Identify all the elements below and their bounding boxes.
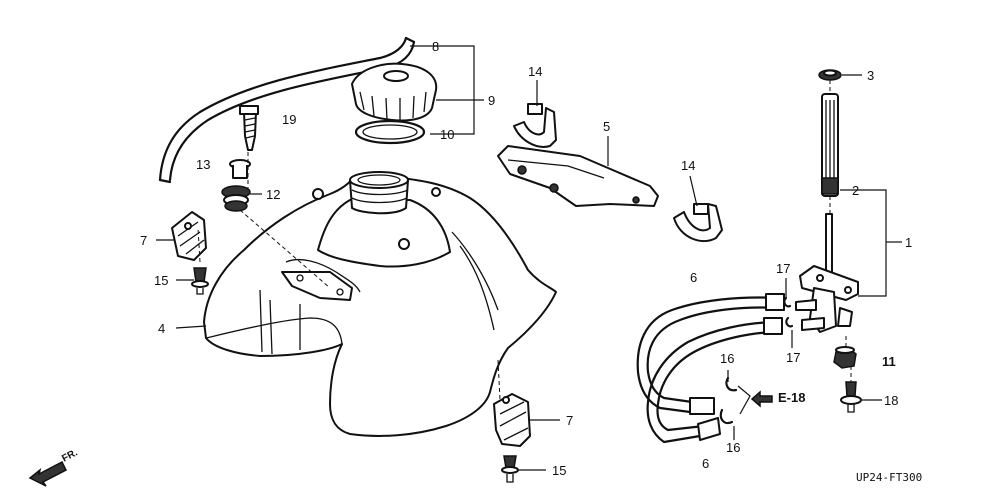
callout-4: 4 xyxy=(158,321,165,336)
callout-7-right: 7 xyxy=(566,413,573,428)
callout-15-right: 15 xyxy=(552,463,566,478)
flange-bolt-right xyxy=(501,455,519,483)
callout-6-upper: 6 xyxy=(690,270,697,285)
callout-16-lower: 16 xyxy=(726,440,740,455)
mounting-bolt xyxy=(239,105,259,151)
reference-e18: E-18 xyxy=(778,390,805,405)
callout-16-upper: 16 xyxy=(720,351,734,366)
front-arrow-icon xyxy=(28,460,68,487)
callout-1: 1 xyxy=(905,235,912,250)
callout-8: 8 xyxy=(432,39,439,54)
callout-5: 5 xyxy=(603,119,610,134)
breather-hose xyxy=(158,36,416,184)
collar xyxy=(229,159,251,179)
tube-clip-16 xyxy=(719,376,738,425)
callout-2: 2 xyxy=(852,183,859,198)
cap-gasket xyxy=(354,119,426,145)
callout-7-left: 7 xyxy=(140,233,147,248)
valve-bolt xyxy=(840,381,862,413)
flange-bolt-left xyxy=(191,267,209,295)
rubber-grommet xyxy=(221,185,251,212)
callout-17-upper: 17 xyxy=(776,261,790,276)
drawing-code: UP24-FT300 xyxy=(856,471,922,484)
front-label: FR. xyxy=(60,447,80,464)
leader-lines xyxy=(156,45,902,471)
callout-labels: 8 9 10 14 5 14 3 2 1 19 13 12 7 15 4 6 1… xyxy=(140,39,912,478)
front-direction-indicator: FR. xyxy=(28,447,80,487)
callout-9: 9 xyxy=(488,93,495,108)
callout-14-lower: 14 xyxy=(681,158,695,173)
fuel-tube-lower xyxy=(646,317,783,444)
valve-nut xyxy=(833,346,857,369)
tube-clip-17 xyxy=(783,296,794,328)
fuel-tube-upper xyxy=(636,293,785,415)
rubber-mount-left xyxy=(171,211,207,261)
callout-11: 11 xyxy=(882,354,896,369)
tank-bracket xyxy=(497,145,659,207)
fuel-cap xyxy=(351,62,438,122)
callout-15-left: 15 xyxy=(154,273,168,288)
callout-12: 12 xyxy=(266,187,280,202)
callout-10: 10 xyxy=(440,127,454,142)
o-ring xyxy=(818,69,842,81)
callout-6-lower: 6 xyxy=(702,456,709,471)
callout-3: 3 xyxy=(867,68,874,83)
callout-18: 18 xyxy=(884,393,898,408)
callout-17-lower: 17 xyxy=(786,350,800,365)
rubber-mount-right xyxy=(493,393,531,447)
fuel-valve xyxy=(795,213,859,333)
callout-13: 13 xyxy=(196,157,210,172)
fuel-strainer xyxy=(821,93,839,197)
hose-clip-lower xyxy=(673,203,723,243)
callout-19: 19 xyxy=(282,112,296,127)
callout-14-upper: 14 xyxy=(528,64,542,79)
hose-clip-upper xyxy=(513,103,557,148)
fuel-tank xyxy=(203,171,557,437)
